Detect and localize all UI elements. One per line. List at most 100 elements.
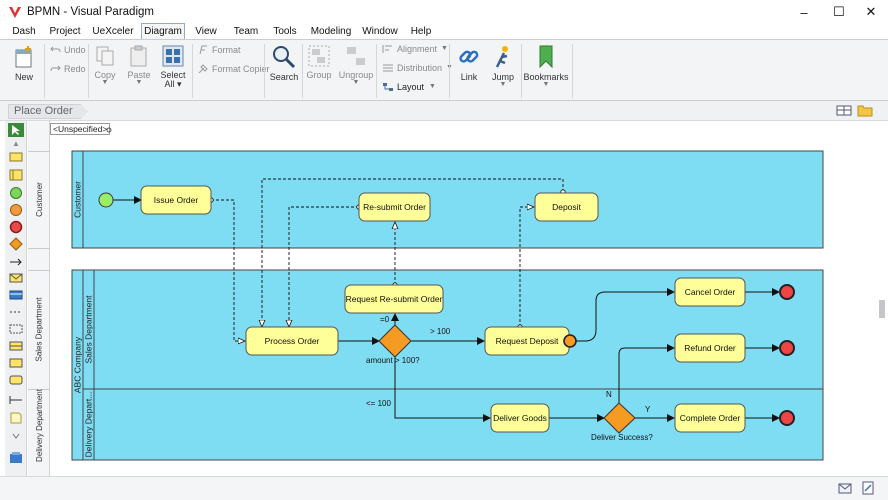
scrollbar-thumb[interactable] [879,300,885,318]
task-tool-icon[interactable] [8,288,24,302]
group-button[interactable]: Group [305,44,333,80]
edit-document-icon[interactable] [862,481,875,495]
menu-bar: Dash Project UeXceler Diagram View Team … [0,23,888,40]
start-event-tool-icon[interactable] [8,186,24,200]
mail-icon[interactable] [838,483,852,494]
ungroup-label: Ungroup [338,70,374,80]
sequence-flow-tool-icon[interactable] [8,255,24,269]
menu-help[interactable]: Help [410,26,432,37]
lane-delivery-header [82,388,95,461]
search-button[interactable]: Search [269,44,299,82]
gateway-tool-icon[interactable] [8,237,24,251]
window-title: BPMN - Visual Paradigm [27,6,154,18]
menu-modeling[interactable]: Modeling [310,26,352,37]
layout-button[interactable]: Layout ▼ [382,82,436,92]
message-flows [211,178,563,341]
intermediate-event-tool-icon[interactable] [8,203,24,217]
copy-button[interactable]: Copy ▼ [92,44,118,86]
diagram-tab-unspecified[interactable]: <Unspecified> [50,123,111,135]
diagram-canvas[interactable]: Customer ABC Company Sales Department De… [51,136,876,476]
task-deposit[interactable] [534,192,599,222]
task-request-resubmit[interactable] [344,284,444,314]
menu-team[interactable]: Team [233,26,259,37]
status-bar [0,476,888,500]
sub-process-tool-icon[interactable] [8,373,24,387]
model-explorer-icon[interactable] [8,451,24,465]
folder-icon[interactable] [857,103,873,118]
undo-button[interactable]: Undo [50,45,86,55]
ungroup-button[interactable]: Ungroup ▼ [338,44,374,86]
vertical-scrollbar[interactable] [876,121,888,476]
new-button[interactable]: New [9,44,39,82]
layout-chevron-down-icon: ▼ [429,83,436,90]
diagram-overview-icon[interactable] [836,104,852,117]
task-deliver-goods[interactable] [490,403,550,433]
gateway-delivery-label: Deliver Success? [591,433,653,442]
end-event-complete[interactable] [779,410,795,426]
task-resubmit-order[interactable] [358,192,431,222]
task-cancel-order-label: Cancel Order [685,287,736,297]
distribution-button[interactable]: Distribution ▼ [382,63,453,73]
choreography-tool-icon[interactable] [8,393,24,407]
flow-label-gt100: > 100 [430,327,451,336]
undo-icon [50,46,61,53]
redo-button[interactable]: Redo [50,64,86,74]
maximize-button[interactable]: ☐ [833,4,845,19]
task-complete-order[interactable] [674,403,746,433]
menu-project[interactable]: Project [49,26,81,37]
alignment-button[interactable]: Alignment ▼ [382,44,448,54]
task-refund-order-label: Refund Order [684,343,736,353]
select-label: Select [160,70,186,80]
search-icon [273,46,296,69]
menu-diagram[interactable]: Diagram [141,23,185,40]
search-label: Search [269,72,299,82]
gateway-amount-label: amount > 100? [366,356,420,365]
ruler-customer-label: Customer [34,182,44,217]
flow-label-y: Y [645,405,651,414]
menu-window[interactable]: Window [362,26,398,37]
data-object-tool-icon[interactable] [8,339,24,353]
menu-uexceler[interactable]: UeXceler [92,26,134,37]
task-refund-order[interactable] [674,333,746,363]
lane-tool-icon[interactable] [8,168,24,182]
link-button[interactable]: Link [455,44,483,82]
bookmarks-button[interactable]: Bookmarks ▼ [524,44,569,88]
note-tool-icon[interactable] [8,411,24,425]
bookmark-icon [539,45,553,69]
format-button[interactable]: Format [198,45,241,55]
end-event-refund[interactable] [779,340,795,356]
end-event-tool-icon[interactable] [8,220,24,234]
text-annotation-tool-icon[interactable] [8,322,24,336]
flow-gateway-to-refund [618,344,675,403]
task-issue-order[interactable] [140,185,212,215]
boundary-event[interactable] [563,334,577,348]
gateway-delivery[interactable] [603,402,636,434]
end-event-cancel[interactable] [779,284,795,300]
format-copier-button[interactable]: Format Copier [198,64,270,74]
palette-scroll-down-icon[interactable] [8,429,24,443]
ungroup-icon [347,47,365,65]
group-tool-icon[interactable] [8,356,24,370]
palette-scroll-up-icon[interactable]: ▲ [12,138,20,148]
minimize-button[interactable]: – [800,4,808,20]
select-all-button[interactable]: Select All ▾ [159,44,187,90]
paste-button[interactable]: Paste ▼ [125,44,153,86]
menu-tools[interactable]: Tools [273,26,297,37]
message-flow-tool-icon[interactable] [8,271,24,285]
task-deliver-goods-label: Deliver Goods [493,413,547,423]
breadcrumb-place-order[interactable]: Place Order [8,104,88,119]
menu-dash[interactable]: Dash [12,26,36,37]
tab-close-icon[interactable] [106,127,112,133]
jump-button[interactable]: Jump ▼ [489,44,517,88]
close-button[interactable]: ✕ [865,4,877,19]
association-tool-icon[interactable] [8,305,24,319]
gateway-amount[interactable] [378,324,412,358]
task-process-order[interactable] [245,326,339,356]
selector-tool-icon[interactable] [8,123,24,137]
link-icon [459,50,479,63]
start-event[interactable] [98,192,114,208]
redo-label: Redo [64,64,86,74]
task-cancel-order[interactable] [674,277,746,307]
menu-view[interactable]: View [195,26,217,37]
pool-tool-icon[interactable] [8,150,24,164]
